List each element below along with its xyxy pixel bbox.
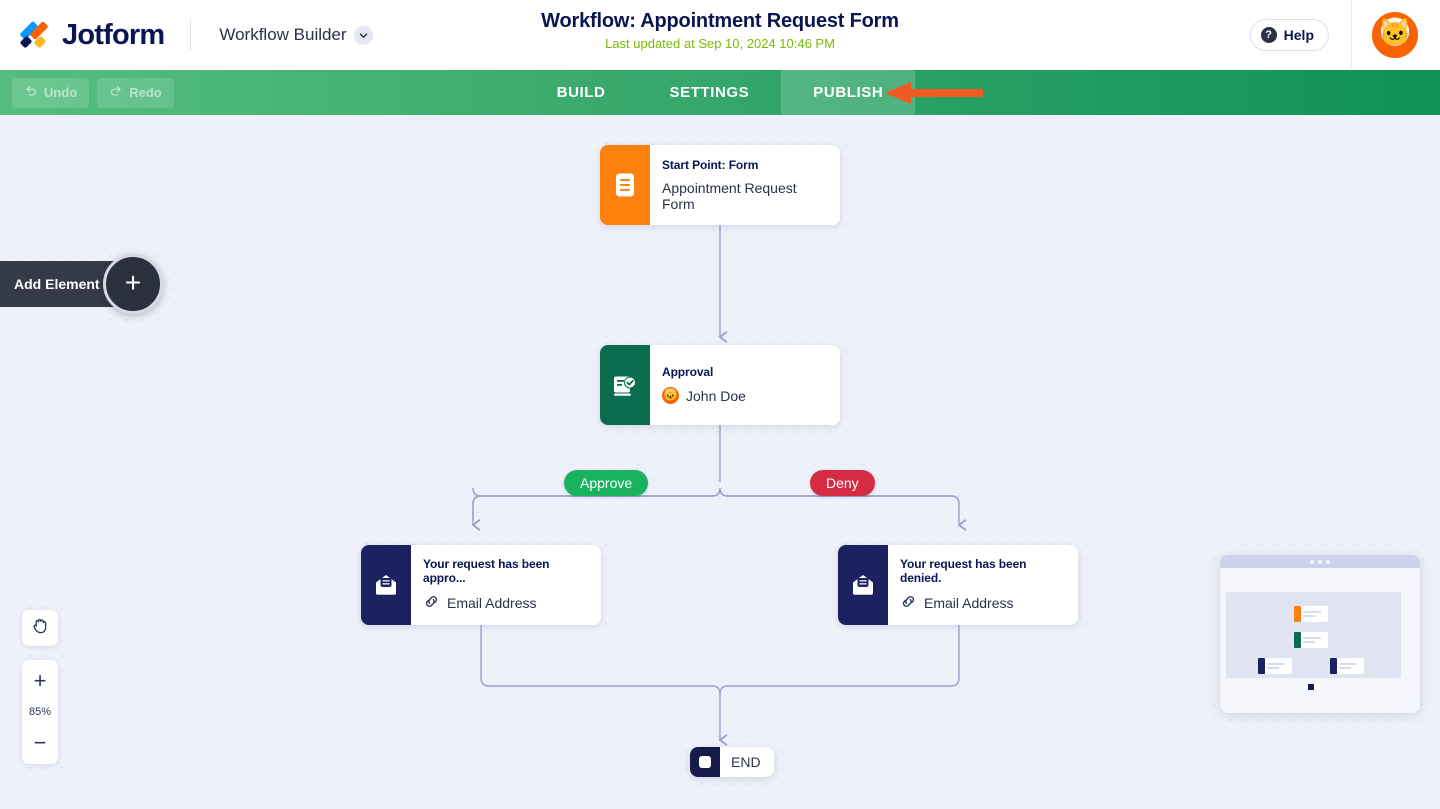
brand-name[interactable]: Jotform (62, 18, 165, 51)
form-document-icon (600, 145, 650, 225)
node-subtitle: Email Address (423, 593, 587, 613)
node-email-approved-body: Your request has been appro... Email Add… (411, 545, 601, 625)
add-element-plus-button[interactable]: + (103, 254, 163, 314)
avatar[interactable]: 🐱 (1372, 12, 1418, 58)
link-icon (423, 593, 440, 613)
redo-label: Redo (129, 85, 162, 100)
node-subtitle-text: Email Address (447, 594, 537, 611)
node-approval-body: Approval 🐱 John Doe (650, 345, 760, 425)
minimap-panel[interactable] (1220, 555, 1420, 713)
node-email-denied-body: Your request has been denied. Email Addr… (888, 545, 1078, 625)
branch-label-approve[interactable]: Approve (564, 470, 649, 496)
link-icon (900, 593, 917, 613)
undo-label: Undo (44, 85, 78, 100)
assignee-avatar: 🐱 (662, 387, 679, 404)
node-approval[interactable]: Approval 🐱 John Doe (600, 345, 840, 425)
minimap-node-end (1308, 684, 1320, 690)
tab-publish[interactable]: PUBLISH (781, 70, 916, 115)
node-title: Your request has been denied. (900, 556, 1027, 585)
chevron-down-icon[interactable] (353, 25, 373, 45)
node-title: Start Point: Form (662, 157, 759, 172)
app-header: Jotform Workflow Builder Workflow: Appoi… (0, 0, 1440, 70)
header-divider (190, 20, 192, 50)
node-title: Approval (662, 365, 714, 379)
envelope-icon (361, 545, 411, 625)
node-end-label: END (731, 754, 761, 770)
node-start-point-body: Start Point: Form Appointment Request Fo… (650, 145, 840, 225)
node-end[interactable]: END (690, 747, 774, 777)
zoom-controls: + 85% − (22, 660, 58, 764)
node-subtitle: Appointment Request Form (662, 180, 826, 212)
tab-settings[interactable]: SETTINGS (669, 84, 750, 101)
cat-avatar-icon: 🐱 (1378, 17, 1412, 48)
zoom-level-label: 85% (28, 706, 52, 718)
workflow-toolbar: Undo Redo BUILD SETTINGS PUBLISH (0, 70, 1440, 115)
tab-build[interactable]: BUILD (556, 84, 606, 101)
minimap-node-email-denied (1330, 658, 1364, 674)
minimap-titlebar (1220, 555, 1420, 568)
node-subtitle: 🐱 John Doe (662, 387, 746, 404)
zoom-out-button[interactable]: − (33, 730, 47, 755)
node-subtitle-text: Appointment Request Form (662, 179, 797, 212)
header-right-divider (1351, 1, 1352, 69)
add-element-label: Add Element (14, 276, 100, 292)
node-start-point[interactable]: Start Point: Form Appointment Request Fo… (600, 145, 840, 225)
help-button-label: Help (1283, 27, 1314, 43)
minimap-node-approval (1294, 632, 1328, 648)
node-subtitle: Email Address (900, 593, 1064, 613)
undo-arrow-icon (24, 84, 38, 101)
workflow-connectors (0, 225, 1440, 809)
jotform-logo-icon[interactable] (19, 20, 52, 50)
toolbar-tabs: BUILD SETTINGS PUBLISH (0, 70, 1440, 115)
question-mark-icon: ? (1260, 27, 1277, 43)
minimap-viewport[interactable] (1226, 592, 1401, 690)
node-email-approved[interactable]: Your request has been appro... Email Add… (361, 545, 601, 625)
plus-icon: + (124, 266, 142, 298)
header-right-area: ? Help 🐱 (1249, 0, 1440, 70)
node-subtitle-text: Email Address (924, 594, 1014, 611)
product-switcher[interactable]: Workflow Builder (219, 25, 373, 45)
help-button[interactable]: ? Help (1249, 19, 1329, 51)
minimap-node-email-approved (1258, 658, 1292, 674)
zoom-in-button[interactable]: + (33, 668, 47, 693)
node-email-denied[interactable]: Your request has been denied. Email Addr… (838, 545, 1078, 625)
redo-arrow-icon (109, 84, 123, 101)
stop-square-icon (690, 747, 720, 777)
redo-button[interactable]: Redo (97, 77, 174, 108)
minimap-dot (1318, 559, 1322, 564)
node-subtitle-text: John Doe (686, 387, 746, 404)
minimap-dot (1326, 559, 1330, 564)
pan-tool-button[interactable] (22, 610, 58, 646)
node-title: Your request has been appro... (423, 556, 550, 585)
minimap-node-start (1294, 606, 1328, 622)
product-label: Workflow Builder (219, 25, 347, 44)
minimap-dot (1310, 559, 1314, 564)
approval-checklist-icon (600, 345, 650, 425)
envelope-icon (838, 545, 888, 625)
workflow-canvas[interactable]: Start Point: Form Appointment Request Fo… (0, 115, 1440, 809)
history-buttons: Undo Redo (0, 77, 174, 108)
brand-area: Jotform Workflow Builder (0, 19, 373, 52)
undo-button[interactable]: Undo (12, 77, 90, 108)
branch-label-deny[interactable]: Deny (810, 470, 875, 496)
hand-icon (31, 616, 50, 640)
